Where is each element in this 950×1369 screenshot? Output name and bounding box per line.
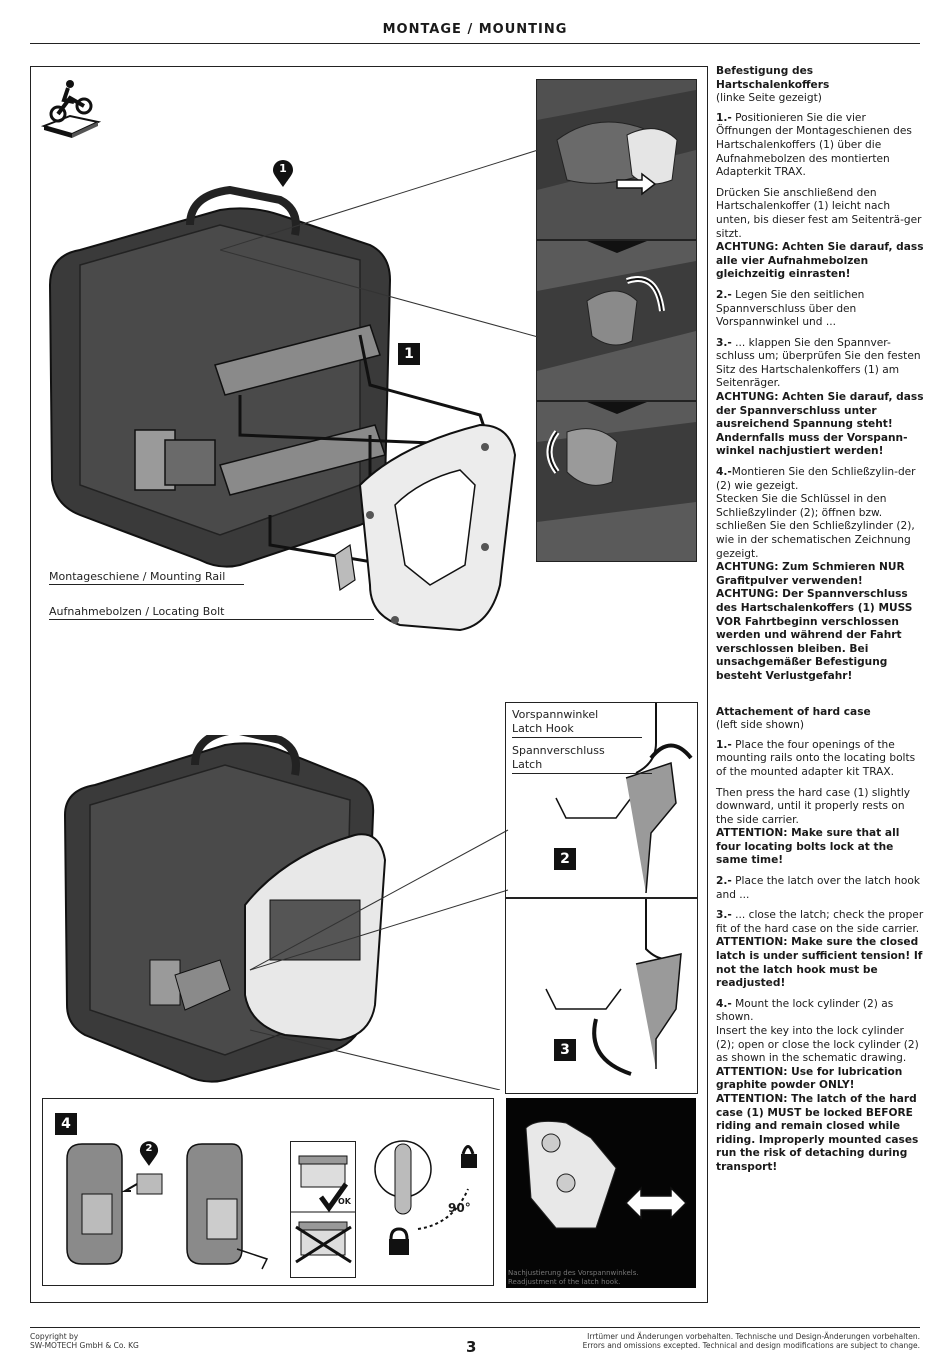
english-step-2: 2.- Place the latch over the latch hook … <box>716 875 924 902</box>
photo-step-3 <box>536 401 697 562</box>
leader-latch-hook <box>512 737 642 738</box>
callout-pin-1: 1 <box>272 160 294 188</box>
label-locating-bolt: Aufnahmebolzen / Locating Bolt <box>49 605 225 618</box>
german-step-4: 4.-Montieren Sie den Schließzylin-der (2… <box>716 466 924 684</box>
english-step-3-warning: ATTENTION: Make sure the closed latch is… <box>716 936 923 990</box>
leader-bolt <box>49 619 374 620</box>
ok-label: OK <box>338 1197 351 1206</box>
label-latch-hook-en: Latch Hook <box>512 722 574 735</box>
lock-housing-illustration <box>66 1143 269 1270</box>
step-badge-1: 1 <box>398 343 420 365</box>
german-step-3: 3.- ... klappen Sie den Spannver-schluss… <box>716 337 924 459</box>
german-step-2-number: 2.- <box>716 288 732 301</box>
german-step-3-warning: ACHTUNG: Achten Sie darauf, dass der Spa… <box>716 391 924 458</box>
photo-step-1 <box>536 79 697 240</box>
latch-pointer-lines <box>249 829 509 1090</box>
angle-label: 90° <box>448 1201 471 1215</box>
german-step-1-text: Positionieren Sie die vier Öffnungen der… <box>716 111 912 179</box>
german-step-2: 2.- Legen Sie den seitlichen Spannversch… <box>716 289 924 330</box>
step-badge-4: 4 <box>55 1113 77 1135</box>
english-heading-block: Attachement of hard case (left side show… <box>716 706 924 733</box>
callout-pin-2: 2 <box>139 1141 159 1167</box>
label-latch-hook-de: Vorspannwinkel <box>512 708 599 721</box>
label-latch-en: Latch <box>512 758 543 771</box>
leader-rail <box>49 584 244 585</box>
footer-rule <box>30 1327 920 1328</box>
callout-1-number: 1 <box>279 162 287 175</box>
german-step-1b-text: Drücken Sie anschließend den Hartschalen… <box>716 186 922 240</box>
cylinder-seating-diagram: OK <box>290 1141 356 1278</box>
german-step-4-warning-1: ACHTUNG: Zum Schmieren NUR Grafitpulver … <box>716 561 905 587</box>
disclaimer-en: Errors and omissions excepted. Technical… <box>582 1341 920 1350</box>
german-step-3-number: 3.- <box>716 336 732 349</box>
english-step-4b-text: Insert the key into the lock cylinder (2… <box>716 1025 919 1065</box>
motorbike-icon <box>40 76 102 138</box>
callout-2-number: 2 <box>145 1143 153 1154</box>
latch-detail-panel-2: Vorspannwinkel Latch Hook Spannverschlus… <box>505 702 698 898</box>
english-step-2-number: 2.- <box>716 875 732 888</box>
readjustment-caption-de: Nachjustierung des Vorspannwinkels. <box>508 1269 639 1277</box>
german-step-3-text: ... klappen Sie den Spannver-schluss um;… <box>716 336 921 390</box>
german-step-4-warning-2: ACHTUNG: Der Spannverschluss des Hartsch… <box>716 588 913 682</box>
english-step-3: 3.- ... close the latch; check the prope… <box>716 909 924 991</box>
step-badge-2: 2 <box>554 848 576 870</box>
english-step-4-warning-2: ATTENTION: The latch of the hard case (1… <box>716 1092 919 1173</box>
english-step-1-warning: ATTENTION: Make sure that all four locat… <box>716 827 900 867</box>
german-step-1: 1.- Positionieren Sie die vier Öffnungen… <box>716 112 924 180</box>
photo-step-2 <box>536 240 697 401</box>
english-step-1: 1.- Place the four openings of the mount… <box>716 739 924 780</box>
page-title: MONTAGE / MOUNTING <box>382 22 568 37</box>
german-step-2-text: Legen Sie den seitlichen Spannverschluss… <box>716 288 865 329</box>
hard-case-mounting-illustration <box>40 185 530 645</box>
header-rule <box>30 43 920 44</box>
english-step-1-text: Place the four openings of the mounting … <box>716 738 916 778</box>
german-step-1b: Drücken Sie anschließend den Hartschalen… <box>716 187 924 282</box>
illustration-frame <box>30 66 708 1303</box>
german-step-4b-text: Stecken Sie die Schlüssel in den Schließ… <box>716 493 915 560</box>
label-mounting-rail: Montageschiene / Mounting Rail <box>49 570 226 583</box>
instructions-column: Befestigung des Hartschalenkoffers (link… <box>716 65 924 1182</box>
english-step-4-number: 4.- <box>716 997 732 1010</box>
german-step-1-warning: ACHTUNG: Achten Sie darauf, dass alle vi… <box>716 241 924 281</box>
german-step-4-number: 4.- <box>716 466 732 479</box>
english-step-4: 4.- Mount the lock cylinder (2) as shown… <box>716 998 924 1175</box>
photo-pointer-lines <box>220 149 539 338</box>
english-step-4-warning-1: ATTENTION: Use for lubrication graphite … <box>716 1065 903 1092</box>
german-heading: Befestigung des Hartschalenkoffers <box>716 65 830 91</box>
page-number: 3 <box>466 1338 477 1356</box>
german-step-1-number: 1.- <box>716 111 732 124</box>
german-step-4-text: Montieren Sie den Schließzylin-der (2) w… <box>716 466 916 492</box>
english-step-3-text: ... close the latch; check the proper fi… <box>716 909 924 935</box>
english-step-1b: Then press the hard case (1) slightly do… <box>716 787 924 869</box>
key-rotation-diagram <box>374 1140 477 1255</box>
english-step-2-text: Place the latch over the latch hook and … <box>716 875 921 901</box>
english-heading: Attachement of hard case <box>716 705 871 718</box>
disclaimer-de: Irrtümer und Änderungen vorbehalten. Tec… <box>587 1332 920 1341</box>
english-step-4-text: Mount the lock cylinder (2) as shown. <box>716 997 894 1024</box>
copyright-line-1: Copyright by <box>30 1332 79 1341</box>
copyright-line-2: SW-MOTECH GmbH & Co. KG <box>30 1341 139 1350</box>
hard-case-latched-illustration <box>55 735 395 1085</box>
german-heading-block: Befestigung des Hartschalenkoffers (link… <box>716 65 924 106</box>
german-subheading: (linke Seite gezeigt) <box>716 92 822 105</box>
latch-detail-panel-3: 3 <box>505 898 698 1094</box>
readjustment-photo: Nachjustierung des Vorspannwinkels. Read… <box>506 1098 696 1288</box>
lock-cylinder-panel: 4 2 OK 90° <box>42 1098 494 1286</box>
english-step-3-number: 3.- <box>716 909 732 922</box>
english-step-1-number: 1.- <box>716 738 732 751</box>
english-step-1b-text: Then press the hard case (1) slightly do… <box>716 786 911 826</box>
readjustment-caption-en: Readjustment of the latch hook. <box>508 1278 621 1286</box>
step-badge-3: 3 <box>554 1039 576 1061</box>
label-latch-de: Spannverschluss <box>512 744 605 757</box>
leader-latch <box>512 773 652 774</box>
english-subheading: (left side shown) <box>716 719 804 732</box>
